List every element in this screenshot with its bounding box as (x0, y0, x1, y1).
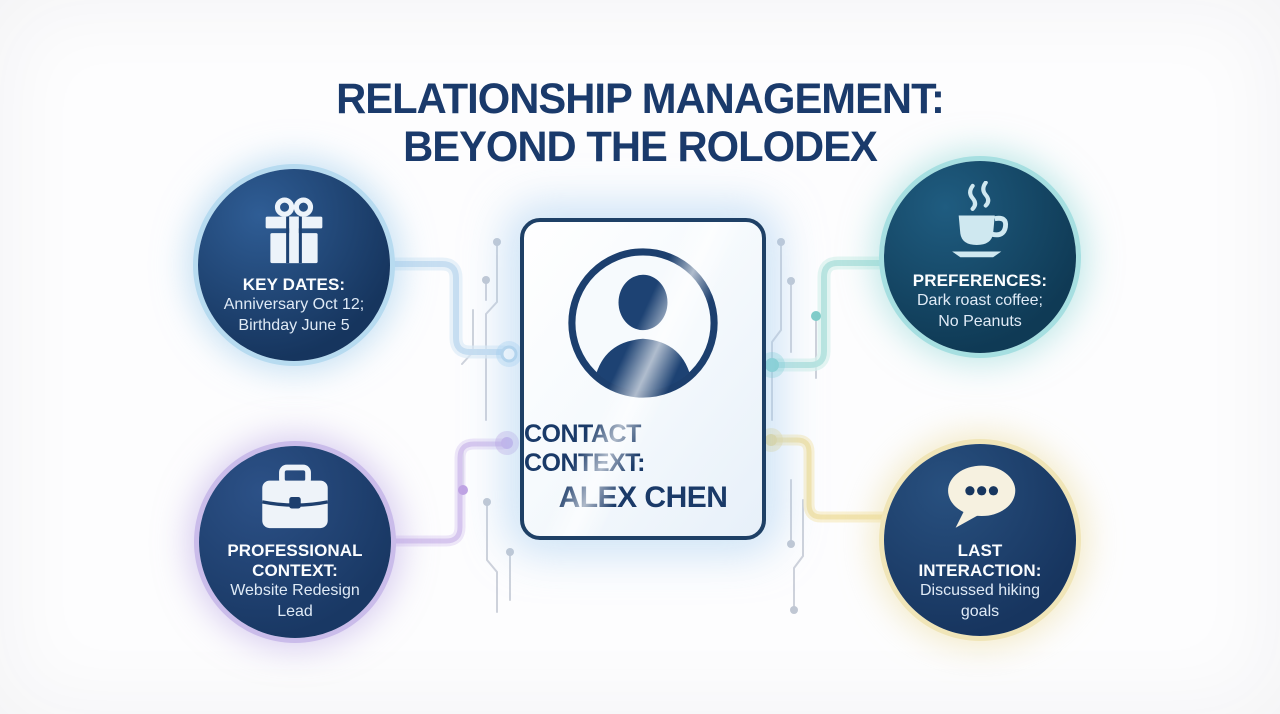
node-line: Dark roast coffee; (917, 292, 1043, 310)
circuit-lines-left (461, 245, 511, 613)
node-preferences: PREFERENCES: Dark roast coffee; No Peanu… (884, 161, 1076, 353)
card-heading: CONTACT CONTEXT: (524, 420, 646, 477)
title-line-1: RELATIONSHIP MANAGEMENT: (336, 74, 945, 123)
briefcase-icon (254, 461, 336, 533)
contact-card: CONTACT CONTEXT: ALEX CHEN (520, 218, 766, 540)
node-professional-context: PROFESSIONAL CONTEXT: Website Redesign L… (199, 446, 391, 638)
coffee-cup-icon (939, 180, 1021, 263)
node-line: Discussed hiking (919, 582, 1041, 600)
title-line-2: BEYOND THE ROLODEX (403, 123, 878, 172)
node-heading: LAST INTERACTION: (918, 541, 1042, 581)
contact-name: ALEX CHEN (558, 481, 728, 514)
node-line: Birthday June 5 (238, 317, 350, 335)
node-line: Website Redesign (230, 582, 360, 600)
gift-icon (254, 193, 334, 267)
node-heading: PREFERENCES: (912, 271, 1048, 291)
node-line: goals (960, 603, 1000, 621)
trace-last-interaction (769, 437, 894, 520)
speech-bubble-icon (938, 457, 1022, 533)
circuit-dots (458, 238, 821, 614)
page-title: RELATIONSHIP MANAGEMENT: BEYOND THE ROLO… (19, 75, 1261, 172)
node-key-dates: KEY DATES: Anniversary Oct 12; Birthday … (198, 169, 390, 361)
trace-key-dates (391, 261, 507, 355)
trace-preferences (771, 260, 889, 368)
node-heading: PROFESSIONAL CONTEXT: (227, 541, 363, 581)
circuit-lines-right (771, 245, 817, 607)
person-silhouette-icon (564, 244, 722, 402)
node-line: No Peanuts (938, 313, 1022, 331)
node-line: Anniversary Oct 12; (223, 296, 365, 314)
trace-professional (392, 441, 505, 544)
node-last-interaction: LAST INTERACTION: Discussed hiking goals (884, 444, 1076, 636)
node-line: Lead (277, 603, 313, 621)
node-heading: KEY DATES: (242, 275, 346, 295)
